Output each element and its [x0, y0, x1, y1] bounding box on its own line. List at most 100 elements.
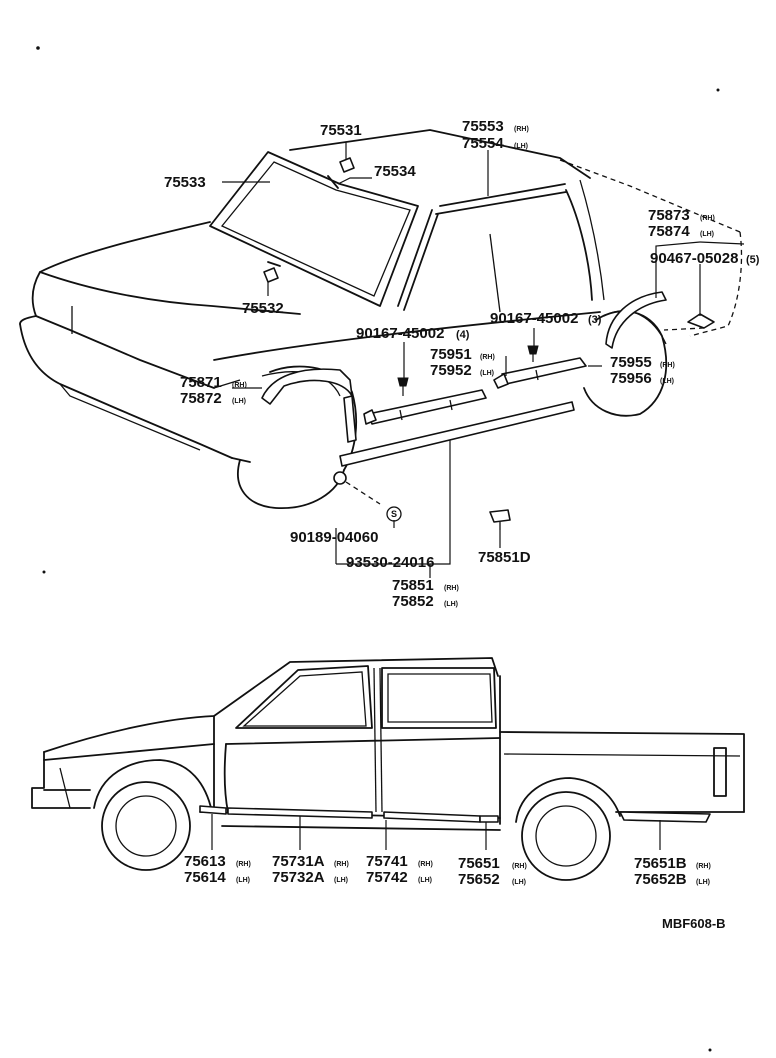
label-75851D: 75851D — [478, 549, 531, 566]
label-75732A: 75732A (LH) — [272, 869, 348, 886]
svg-text:(LH): (LH) — [696, 879, 710, 886]
label-90167-45002-b: 90167-45002 (3) — [490, 310, 602, 327]
svg-text:75532: 75532 — [242, 300, 284, 317]
label-75652: 75652 (LH) — [458, 871, 526, 888]
label-75554: 75554 (LH) — [462, 135, 528, 152]
svg-text:90167-45002: 90167-45002 — [490, 310, 578, 327]
svg-text:(5): (5) — [746, 254, 760, 266]
upper-labels: 75531 75533 75534 75532 75553 (RH) 75554… — [164, 118, 760, 610]
label-75651: 75651 (RH) — [458, 855, 527, 872]
label-75533: 75533 — [164, 174, 206, 191]
label-75531: 75531 — [320, 122, 362, 139]
svg-text:75874: 75874 — [648, 223, 690, 240]
label-75741: 75741 (RH) — [366, 853, 433, 870]
svg-text:75872: 75872 — [180, 390, 222, 407]
svg-text:75651B: 75651B — [634, 855, 687, 872]
symbol-s-circle: S — [386, 506, 402, 522]
symbol-s-text: S — [391, 509, 397, 519]
label-75614: 75614 (LH) — [184, 869, 250, 886]
svg-text:(4): (4) — [456, 329, 470, 341]
svg-text:90189-04060: 90189-04060 — [290, 529, 378, 546]
label-75534: 75534 — [374, 163, 416, 180]
svg-text:75741: 75741 — [366, 853, 408, 870]
svg-text:75956: 75956 — [610, 370, 652, 387]
scan-specks — [36, 46, 720, 1052]
svg-text:(RH): (RH) — [660, 362, 675, 369]
svg-text:(RH): (RH) — [444, 585, 459, 592]
svg-text:75554: 75554 — [462, 135, 504, 152]
svg-text:75873: 75873 — [648, 207, 690, 224]
svg-text:90467-05028: 90467-05028 — [650, 250, 738, 267]
svg-text:(LH): (LH) — [480, 370, 494, 377]
svg-text:90167-45002: 90167-45002 — [356, 325, 444, 342]
svg-text:75534: 75534 — [374, 163, 416, 180]
label-75553: 75553 (RH) — [462, 118, 529, 135]
svg-text:(RH): (RH) — [696, 863, 711, 870]
label-75872: 75872 (LH) — [180, 390, 246, 407]
svg-text:(LH): (LH) — [232, 398, 246, 405]
svg-text:75652B: 75652B — [634, 871, 687, 888]
svg-text:(3): (3) — [588, 314, 602, 326]
svg-text:75533: 75533 — [164, 174, 206, 191]
label-75874: 75874 (LH) — [648, 223, 714, 240]
label-75532: 75532 — [242, 300, 284, 317]
svg-text:75851D: 75851D — [478, 549, 531, 566]
svg-text:75955: 75955 — [610, 354, 652, 371]
label-75852: 75852 (LH) — [392, 593, 458, 610]
reference-code: MBF608-B — [662, 916, 726, 931]
label-75956: 75956 (LH) — [610, 370, 674, 387]
label-75873: 75873 (RH) — [648, 207, 715, 224]
svg-text:(LH): (LH) — [512, 879, 526, 886]
svg-text:75553: 75553 — [462, 118, 504, 135]
label-75955: 75955 (RH) — [610, 354, 675, 371]
label-90167-45002-a: 90167-45002 (4) — [356, 325, 470, 342]
lower-truck-view — [31, 657, 745, 881]
svg-text:(LH): (LH) — [660, 378, 674, 385]
label-75951: 75951 (RH) — [430, 346, 495, 363]
svg-text:75851: 75851 — [392, 577, 434, 594]
label-75871: 75871 (RH) — [180, 374, 247, 391]
svg-text:75871: 75871 — [180, 374, 222, 391]
svg-text:75651: 75651 — [458, 855, 500, 872]
label-75652B: 75652B (LH) — [634, 871, 710, 888]
label-90467-05028: 90467-05028 (5) — [650, 250, 760, 267]
svg-text:75531: 75531 — [320, 122, 362, 139]
label-75651B: 75651B (RH) — [634, 855, 711, 872]
lower-leader-lines — [211, 814, 661, 850]
svg-text:(RH): (RH) — [514, 126, 529, 133]
svg-text:75732A: 75732A — [272, 869, 325, 886]
svg-text:75614: 75614 — [184, 869, 226, 886]
svg-text:75731A: 75731A — [272, 853, 325, 870]
label-75731A: 75731A (RH) — [272, 853, 349, 870]
label-75742: 75742 (LH) — [366, 869, 432, 886]
label-93530-24016: 93530-24016 — [346, 554, 434, 571]
svg-text:75613: 75613 — [184, 853, 226, 870]
lower-labels: 75613 (RH) 75614 (LH) 75731A (RH) 75732A… — [184, 853, 711, 888]
label-75952: 75952 (LH) — [430, 362, 494, 379]
svg-text:75652: 75652 — [458, 871, 500, 888]
svg-text:75852: 75852 — [392, 593, 434, 610]
label-90189-04060: 90189-04060 — [290, 529, 378, 546]
label-75851: 75851 (RH) — [392, 577, 459, 594]
svg-text:75951: 75951 — [430, 346, 472, 363]
svg-text:(LH): (LH) — [418, 877, 432, 884]
svg-text:(LH): (LH) — [236, 877, 250, 884]
svg-text:(RH): (RH) — [418, 861, 433, 868]
svg-text:(RH): (RH) — [236, 861, 251, 868]
svg-text:(RH): (RH) — [700, 215, 715, 222]
svg-text:(RH): (RH) — [512, 863, 527, 870]
svg-text:(LH): (LH) — [444, 601, 458, 608]
upper-leader-lines — [222, 142, 745, 578]
svg-text:75952: 75952 — [430, 362, 472, 379]
svg-text:93530-24016: 93530-24016 — [346, 554, 434, 571]
svg-text:75742: 75742 — [366, 869, 408, 886]
svg-text:(LH): (LH) — [334, 877, 348, 884]
label-75613: 75613 (RH) — [184, 853, 251, 870]
svg-text:(LH): (LH) — [514, 143, 528, 150]
svg-text:(RH): (RH) — [480, 354, 495, 361]
svg-text:(RH): (RH) — [232, 382, 247, 389]
svg-text:(LH): (LH) — [700, 231, 714, 238]
upper-truck-view — [19, 129, 743, 530]
svg-text:(RH): (RH) — [334, 861, 349, 868]
